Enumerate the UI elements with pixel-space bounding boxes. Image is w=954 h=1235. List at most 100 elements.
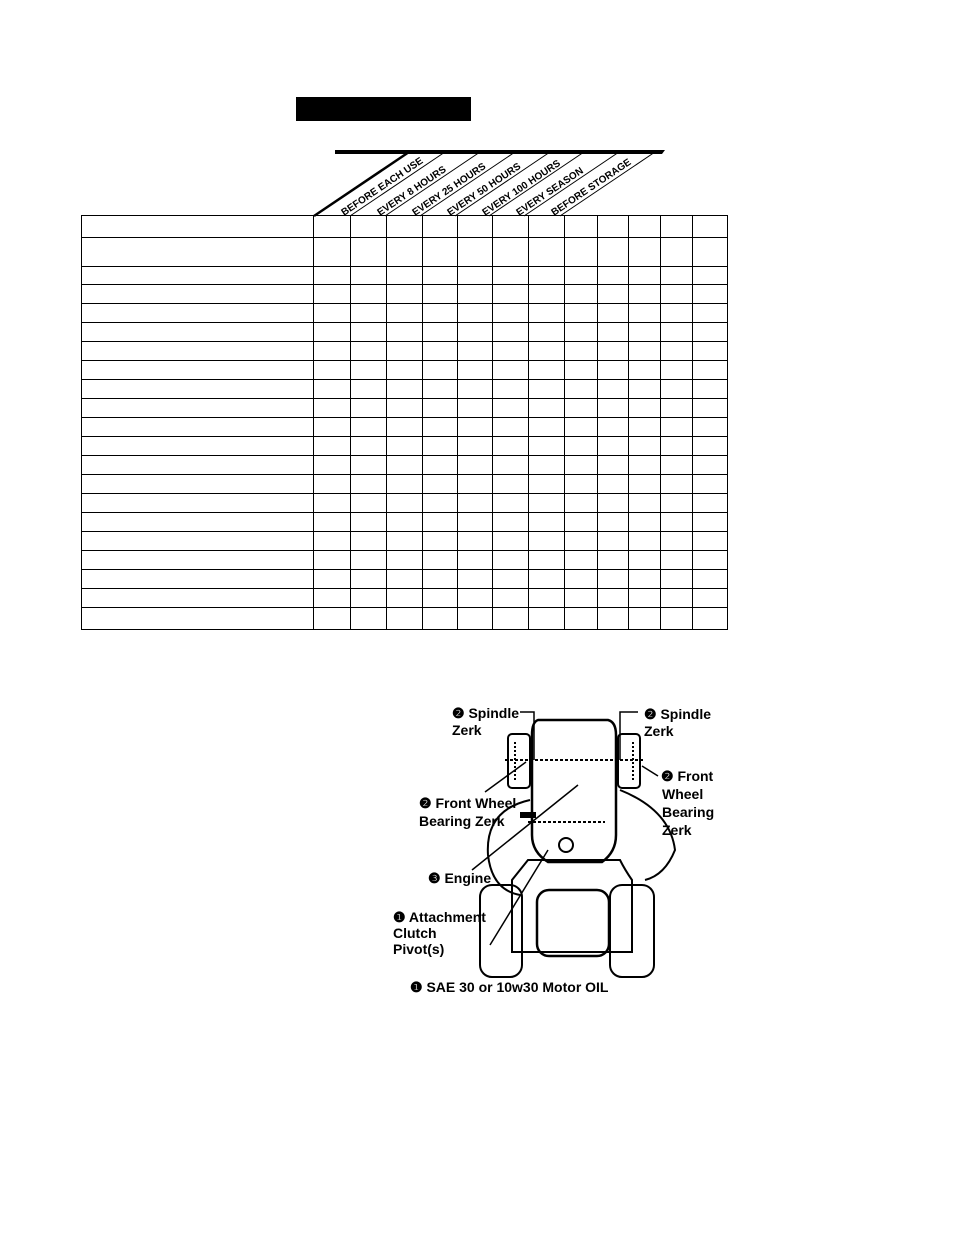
schedule-check-cell [313,436,351,456]
task-cell [81,379,314,399]
schedule-check-cell [692,303,728,323]
schedule-check-cell [350,303,387,323]
schedule-check-cell [628,266,661,285]
schedule-check-cell [628,417,661,437]
schedule-check-cell [692,436,728,456]
schedule-check-cell [457,398,493,418]
schedule-check-cell [692,398,728,418]
schedule-row [81,569,728,589]
schedule-check-cell [492,284,529,304]
schedule-check-cell [350,493,387,513]
task-cell [81,588,314,608]
schedule-check-cell [313,237,351,267]
schedule-check-cell [597,215,629,238]
label-front-wheel-left-2: Bearing Zerk [419,813,505,829]
schedule-check-cell [422,237,458,267]
schedule-check-cell [660,215,693,238]
schedule-check-cell [564,436,598,456]
schedule-check-cell [528,569,565,589]
header-divider-line [419,151,516,217]
schedule-check-cell [313,417,351,437]
schedule-check-cell [597,531,629,551]
schedule-check-cell [528,284,565,304]
schedule-check-cell [564,474,598,494]
schedule-row [81,266,728,285]
schedule-check-cell [457,303,493,323]
schedule-check-cell [457,493,493,513]
schedule-check-cell [386,607,423,630]
schedule-row [81,512,728,532]
schedule-row [81,215,728,238]
schedule-check-cell [692,512,728,532]
schedule-check-cell [528,237,565,267]
schedule-check-cell [386,303,423,323]
schedule-check-cell [692,417,728,437]
schedule-check-cell [628,215,661,238]
schedule-check-cell [597,607,629,630]
schedule-check-cell [313,266,351,285]
schedule-row [81,474,728,494]
schedule-check-cell [660,550,693,570]
schedule-check-cell [528,417,565,437]
schedule-check-cell [457,360,493,380]
schedule-check-cell [597,569,629,589]
schedule-check-cell [350,360,387,380]
schedule-check-cell [597,360,629,380]
schedule-check-cell [628,303,661,323]
schedule-check-cell [386,569,423,589]
label-spindle-zerk-left-2: Zerk [452,722,482,738]
schedule-check-cell [628,322,661,342]
schedule-check-cell [597,455,629,475]
schedule-check-cell [492,455,529,475]
schedule-check-cell [313,455,351,475]
schedule-check-cell [660,237,693,267]
schedule-check-cell [660,436,693,456]
schedule-check-cell [528,341,565,361]
task-cell [81,237,314,267]
schedule-check-cell [628,237,661,267]
schedule-check-cell [564,379,598,399]
header-divider-line [313,150,410,218]
schedule-check-cell [564,512,598,532]
label-motor-oil: ❶ SAE 30 or 10w30 Motor OIL [410,979,609,995]
schedule-check-cell [528,215,565,238]
schedule-check-cell [422,303,458,323]
hood [530,718,618,864]
schedule-check-cell [422,379,458,399]
schedule-row [81,398,728,418]
schedule-check-cell [492,493,529,513]
schedule-check-cell [313,474,351,494]
task-cell [81,417,314,437]
tractor-lubrication-diagram: ❷ Spindle Zerk ❷ Spindle Zerk ❷ Front Wh… [393,705,714,995]
schedule-check-cell [597,379,629,399]
schedule-check-cell [597,512,629,532]
schedule-check-cell [313,588,351,608]
schedule-row [81,493,728,513]
schedule-row [81,303,728,323]
schedule-check-cell [422,588,458,608]
schedule-check-cell [313,379,351,399]
schedule-check-cell [628,569,661,589]
header-banner-top-bar [335,150,665,154]
schedule-check-cell [313,493,351,513]
schedule-check-cell [313,341,351,361]
schedule-check-cell [422,493,458,513]
schedule-check-cell [660,569,693,589]
schedule-check-cell [422,322,458,342]
schedule-check-cell [457,237,493,267]
schedule-check-cell [597,237,629,267]
task-cell [81,322,314,342]
schedule-check-cell [528,379,565,399]
schedule-check-cell [660,474,693,494]
schedule-check-cell [386,550,423,570]
label-front-wheel-left-1: ❷ Front Wheel [419,795,516,811]
schedule-check-cell [350,284,387,304]
schedule-check-cell [386,237,423,267]
schedule-check-cell [313,607,351,630]
schedule-row [81,588,728,608]
schedule-check-cell [350,531,387,551]
schedule-check-cell [457,550,493,570]
schedule-row [81,379,728,399]
schedule-check-cell [528,398,565,418]
schedule-check-cell [457,284,493,304]
